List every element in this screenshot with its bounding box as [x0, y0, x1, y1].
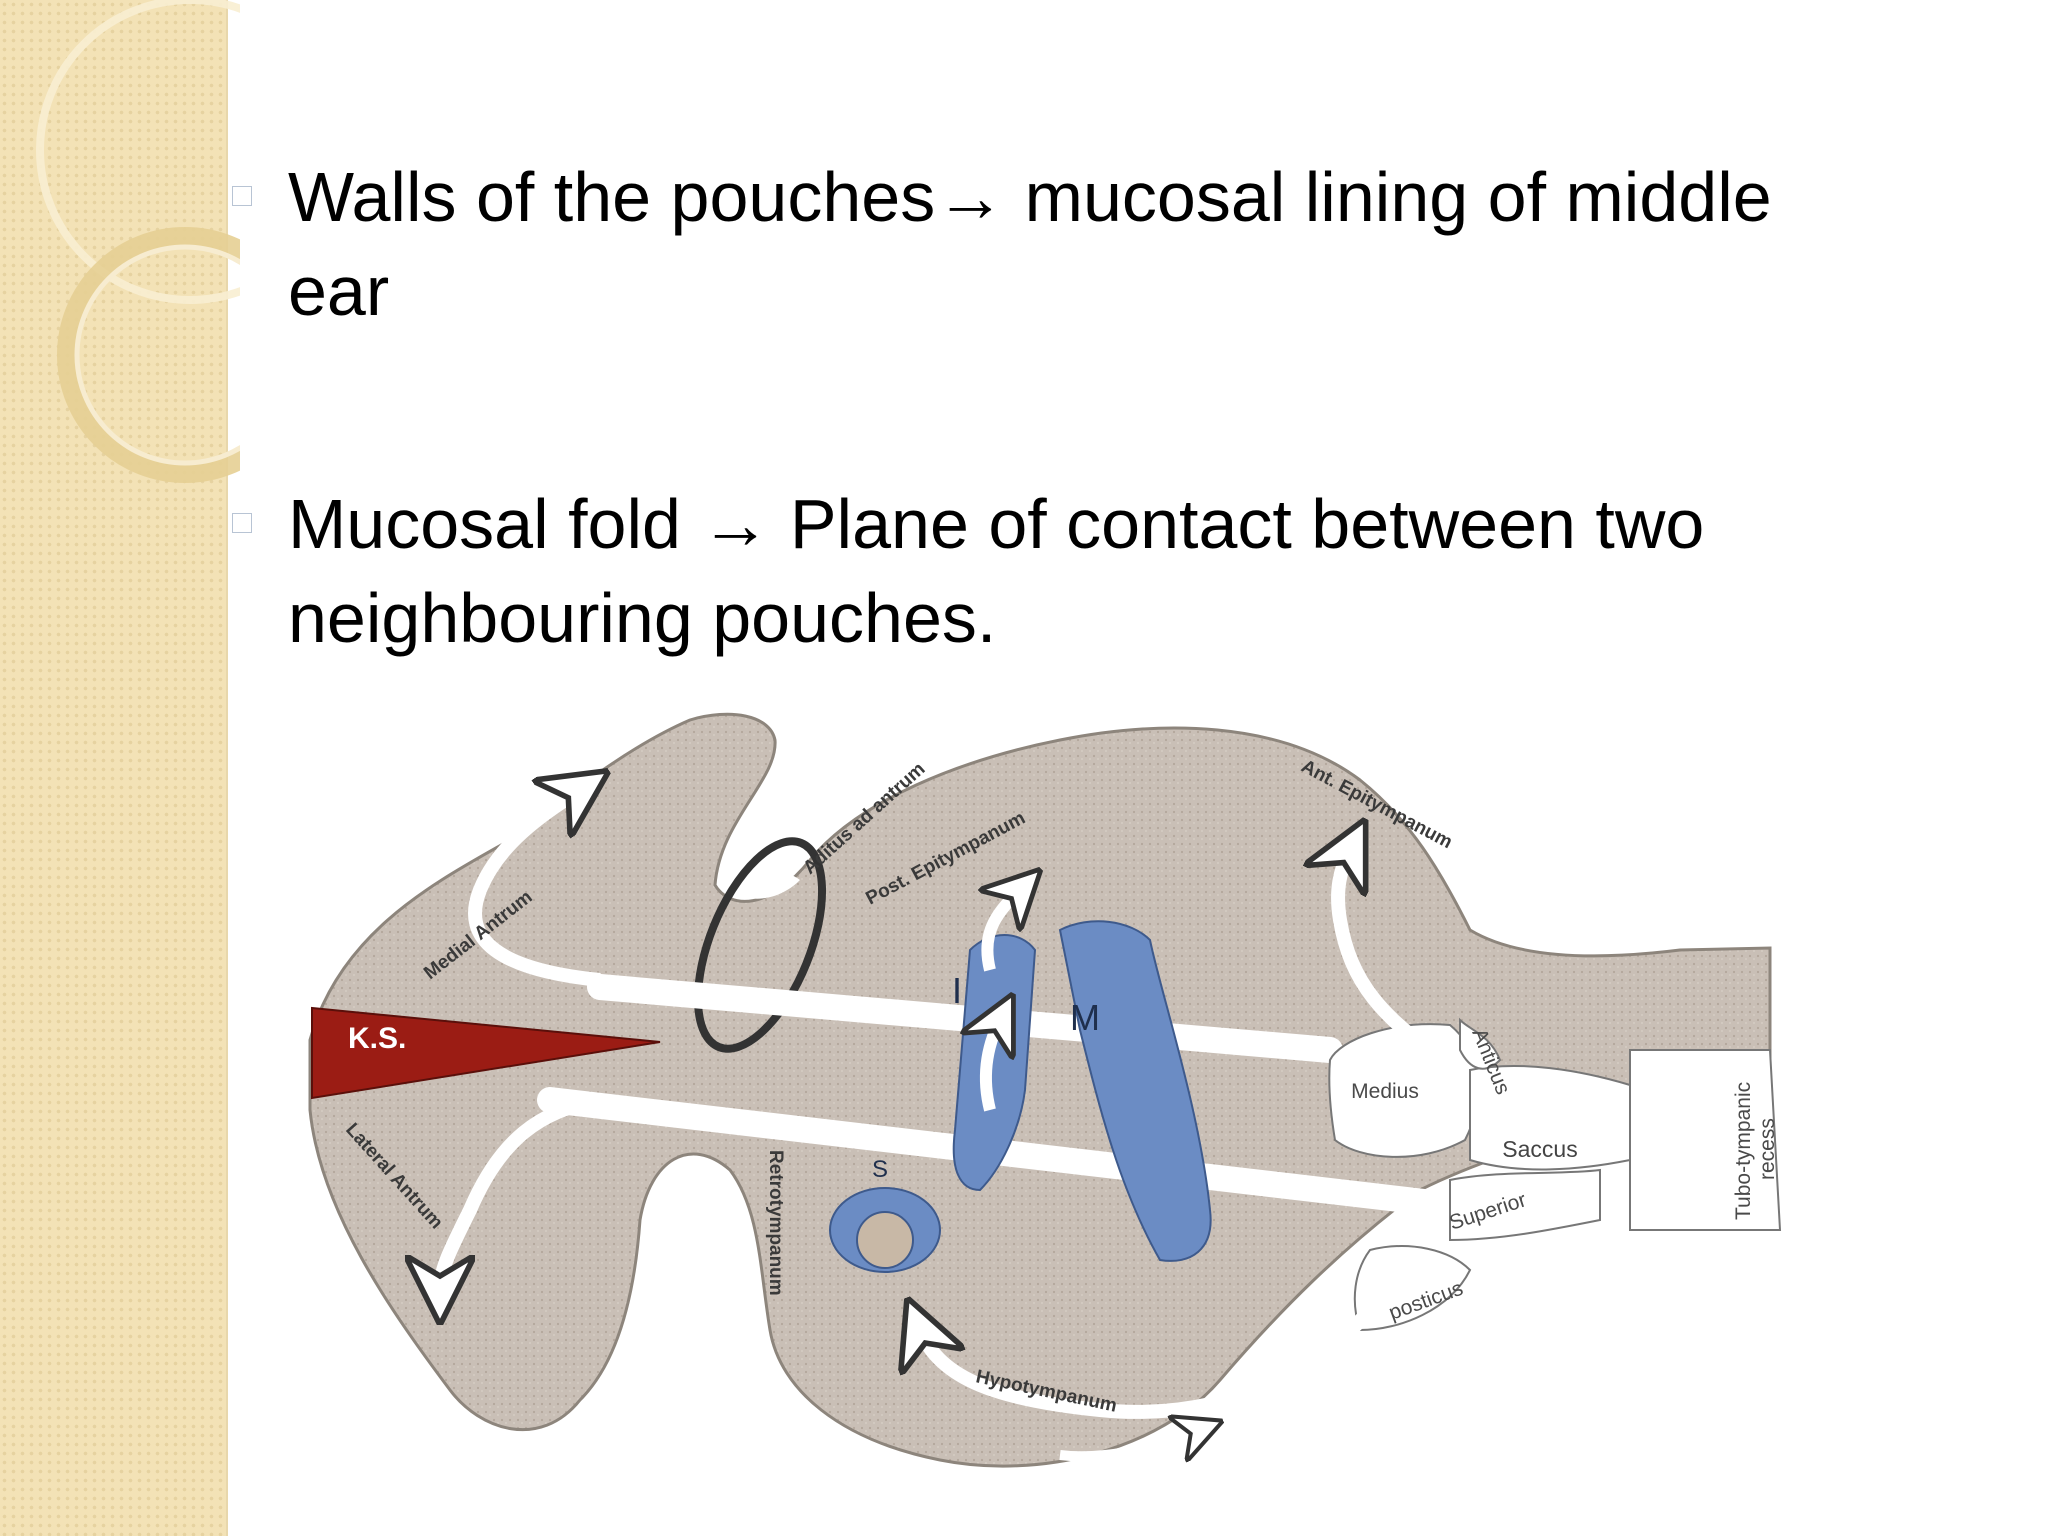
label-tubo-tympanic: Tubo-tympanic [1732, 1082, 1755, 1220]
label-retrotympanum: Retrotympanum [765, 1150, 786, 1296]
aditus-notch [730, 871, 800, 899]
middle-ear-pouches-diagram: K.S. I M S Medial Antrum Lateral Antrum … [308, 712, 1782, 1468]
arrow-hypotympanum [1059, 1430, 1200, 1456]
bullet-walls-of-pouches: Walls of the pouches→ mucosal lining of … [288, 158, 1772, 330]
arrow-to-retrotympanum [920, 1310, 1376, 1419]
bullet-icon [232, 513, 252, 533]
ossicle-malleus [1058, 920, 1212, 1262]
decorative-ring-gold [57, 227, 240, 483]
bullet-mucosal-fold: Mucosal fold → Plane of contact between … [288, 485, 1705, 657]
bullet-icon [232, 186, 252, 206]
arrow-to-incus [986, 1020, 1000, 1112]
compartment-posticus [1353, 1245, 1472, 1332]
label-saccus: Saccus [1502, 1136, 1577, 1162]
stapes-footplate [856, 1211, 914, 1269]
stapes-label: S [872, 1156, 888, 1183]
arrow-to-ant-epitympanum [1338, 850, 1464, 1076]
incus-label: I [952, 970, 962, 1011]
ks-label: K.S. [348, 1022, 406, 1055]
decorative-ring-large [36, 0, 240, 304]
compartment-anticus [1459, 1017, 1502, 1070]
decorative-rings [36, 0, 240, 483]
decorative-ring-gold-inner [74, 244, 240, 466]
arrow-to-post-epitympanum [987, 890, 1020, 972]
mucosal-fold-ring [693, 837, 827, 1053]
malleus-label: M [1070, 997, 1100, 1038]
label-recess: recess [1756, 1118, 1779, 1180]
ks-triangle [311, 1006, 661, 1100]
compartment-tubo [1629, 1049, 1782, 1231]
label-medius: Medius [1351, 1080, 1419, 1103]
arrow-to-lateral-antrum [440, 1093, 602, 1290]
arrow-to-medial-antrum [468, 790, 600, 987]
compartment-superior [1449, 1168, 1601, 1242]
